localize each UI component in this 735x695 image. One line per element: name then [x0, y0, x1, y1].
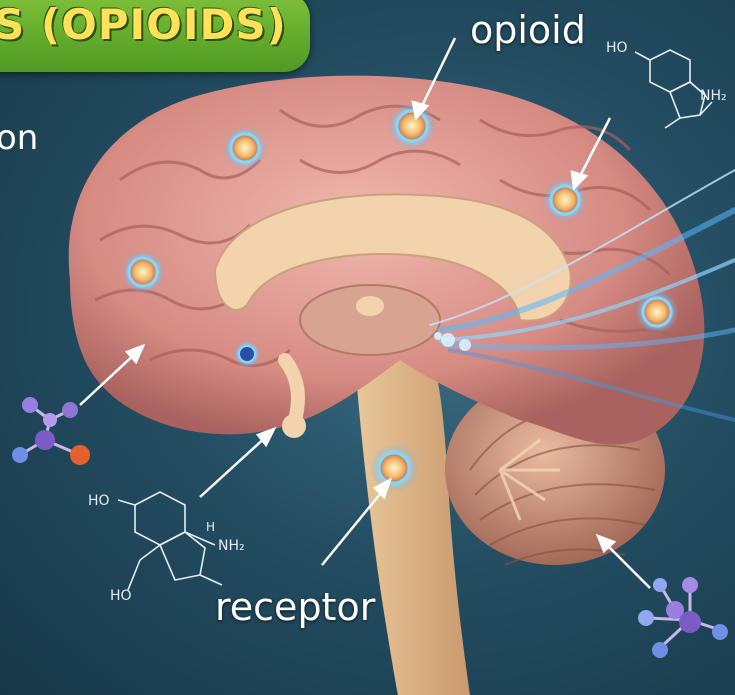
receptor-site [233, 340, 261, 368]
chem-label-nh2-bottom: NH₂ [218, 538, 245, 554]
receptor-site [370, 444, 418, 492]
receptor-site [223, 126, 267, 170]
label-receptor: receptor [215, 585, 375, 629]
receptor-site [635, 290, 679, 334]
chem-label-h: H [206, 520, 215, 534]
molecule-left [12, 397, 90, 465]
chem-label-ho-2: HO [110, 588, 132, 604]
title-fragment: S (OPIOIDS) [0, 0, 287, 49]
brain-stem [355, 350, 470, 695]
thalamus [300, 285, 440, 355]
chem-label-ho-1: HO [88, 493, 110, 509]
pituitary [282, 414, 306, 438]
chem-label-ho-top: HO [606, 40, 628, 56]
molecule-right [638, 577, 728, 658]
arrow-cerebellum [605, 543, 650, 588]
chem-structure-bottom-left [118, 492, 222, 590]
chem-label-nh2-top: NH₂ [700, 88, 727, 104]
receptor-site [543, 178, 587, 222]
receptor-site [121, 250, 165, 294]
receptor-site [388, 102, 436, 150]
label-opioid: opioid [470, 8, 586, 52]
side-text-fragment: on [0, 118, 38, 158]
arrow-pituitary [200, 435, 268, 497]
